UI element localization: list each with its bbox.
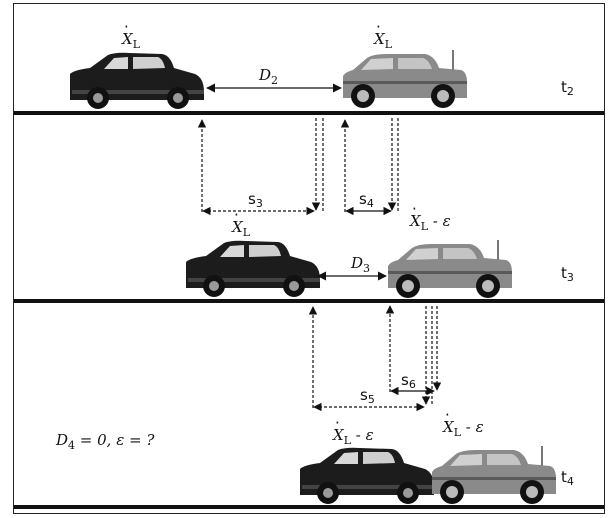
velocity-label-follower-t3: XL xyxy=(231,218,251,239)
distance-label-s6: s6 xyxy=(401,371,416,391)
connector-s6 xyxy=(385,305,442,392)
gap-label-d2: D2 xyxy=(258,66,278,87)
distance-label-s4: s4 xyxy=(359,190,374,210)
car-follower-t4 xyxy=(300,447,434,504)
connector-s4 xyxy=(340,118,399,212)
car-follower-t2 xyxy=(70,52,204,109)
velocity-label-leader-t3: XL - ε xyxy=(409,212,451,233)
dot-mark: · xyxy=(445,406,450,424)
car-leader-t2 xyxy=(342,49,468,109)
velocity-label-follower-t2: XL xyxy=(121,30,141,51)
velocity-label-leader-t4: XL - ε xyxy=(442,418,484,439)
connector-s3 xyxy=(197,118,324,212)
dot-mark: · xyxy=(124,18,129,36)
car-leader-t4 xyxy=(431,445,557,505)
time-label-t3: t3 xyxy=(561,264,574,284)
car-follower-t3 xyxy=(186,240,320,297)
time-label-t4: t4 xyxy=(561,468,574,488)
time-label-t2: t2 xyxy=(561,78,574,98)
distance-label-s5: s5 xyxy=(360,386,375,406)
dot-mark: · xyxy=(412,200,417,218)
collision-equation: D4 = 0, ε = ? xyxy=(55,431,155,452)
car-leader-t3 xyxy=(387,239,513,299)
dot-mark: · xyxy=(335,414,340,432)
velocity-label-leader-t2: XL xyxy=(373,30,393,51)
dot-mark: · xyxy=(376,18,381,36)
velocity-label-follower-t4: XL - ε xyxy=(332,426,374,447)
dot-mark: · xyxy=(234,206,239,224)
gap-label-d3: D3 xyxy=(350,254,370,275)
distance-label-s3: s3 xyxy=(248,190,263,210)
